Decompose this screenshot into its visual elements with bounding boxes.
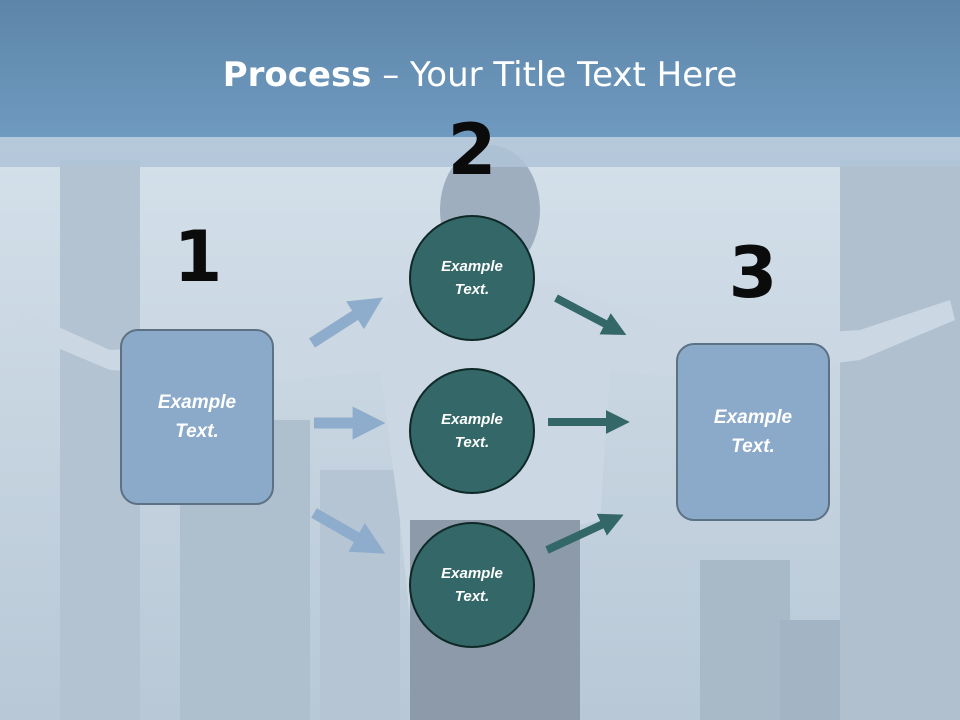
slide-title: Process – Your Title Text Here — [0, 52, 960, 98]
circle-top: Example Text. — [409, 215, 535, 341]
circle-bottom: Example Text. — [409, 522, 535, 648]
right-box-text: Example Text. — [713, 407, 793, 457]
arrow-to-circle-top — [309, 297, 383, 348]
step-number-1: 1 — [173, 216, 223, 298]
step-number-2: 2 — [447, 109, 497, 191]
step-number-3: 3 — [728, 232, 778, 314]
arrow-from-circle-top — [554, 294, 627, 335]
circle-top-text: Example Text. — [441, 258, 503, 298]
left-process-box: Example Text. — [120, 329, 274, 505]
slide-title-rest: – Your Title Text Here — [371, 55, 738, 95]
left-box-text: Example Text. — [157, 392, 237, 442]
right-process-box: Example Text. — [676, 343, 830, 521]
circle-bottom-text: Example Text. — [441, 565, 503, 605]
slide-title-bold: Process — [222, 55, 372, 95]
arrow-to-circle-bottom — [311, 508, 386, 554]
circle-middle-text: Example Text. — [441, 411, 503, 451]
circle-middle: Example Text. — [409, 368, 535, 494]
arrow-from-circle-bottom — [545, 513, 624, 554]
title-strip — [0, 137, 960, 167]
title-bar — [0, 0, 960, 137]
